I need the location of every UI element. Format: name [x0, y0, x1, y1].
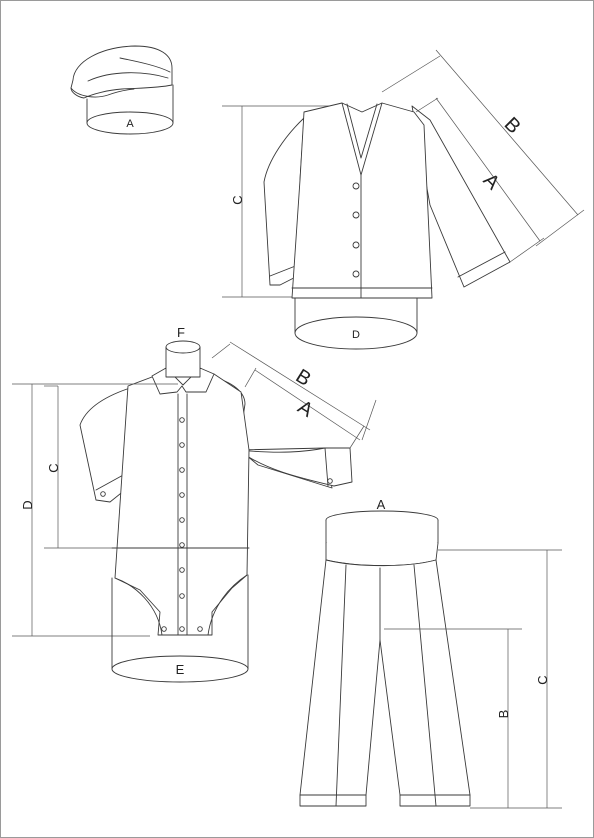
romper-label-d: D	[20, 500, 35, 509]
trousers-figure: C B A	[299, 497, 562, 809]
cardigan-label-b: B	[500, 113, 525, 138]
romper-figure: F D C B A	[12, 325, 377, 683]
romper-label-f: F	[177, 325, 185, 340]
trousers-label-a: A	[377, 497, 386, 512]
cardigan-label-a: A	[479, 169, 504, 194]
cardigan-figure: C B A D	[222, 49, 585, 350]
romper-label-c: C	[46, 463, 61, 472]
trousers-label-b: B	[496, 710, 511, 719]
romper-label-b: B	[292, 365, 315, 391]
cap-figure: A	[70, 45, 174, 135]
cap-label-a: A	[126, 118, 134, 130]
trousers-label-c: C	[535, 675, 550, 684]
cardigan-label-d: D	[352, 329, 360, 341]
cardigan-label-c: C	[230, 195, 245, 204]
romper-label-e: E	[176, 662, 185, 677]
